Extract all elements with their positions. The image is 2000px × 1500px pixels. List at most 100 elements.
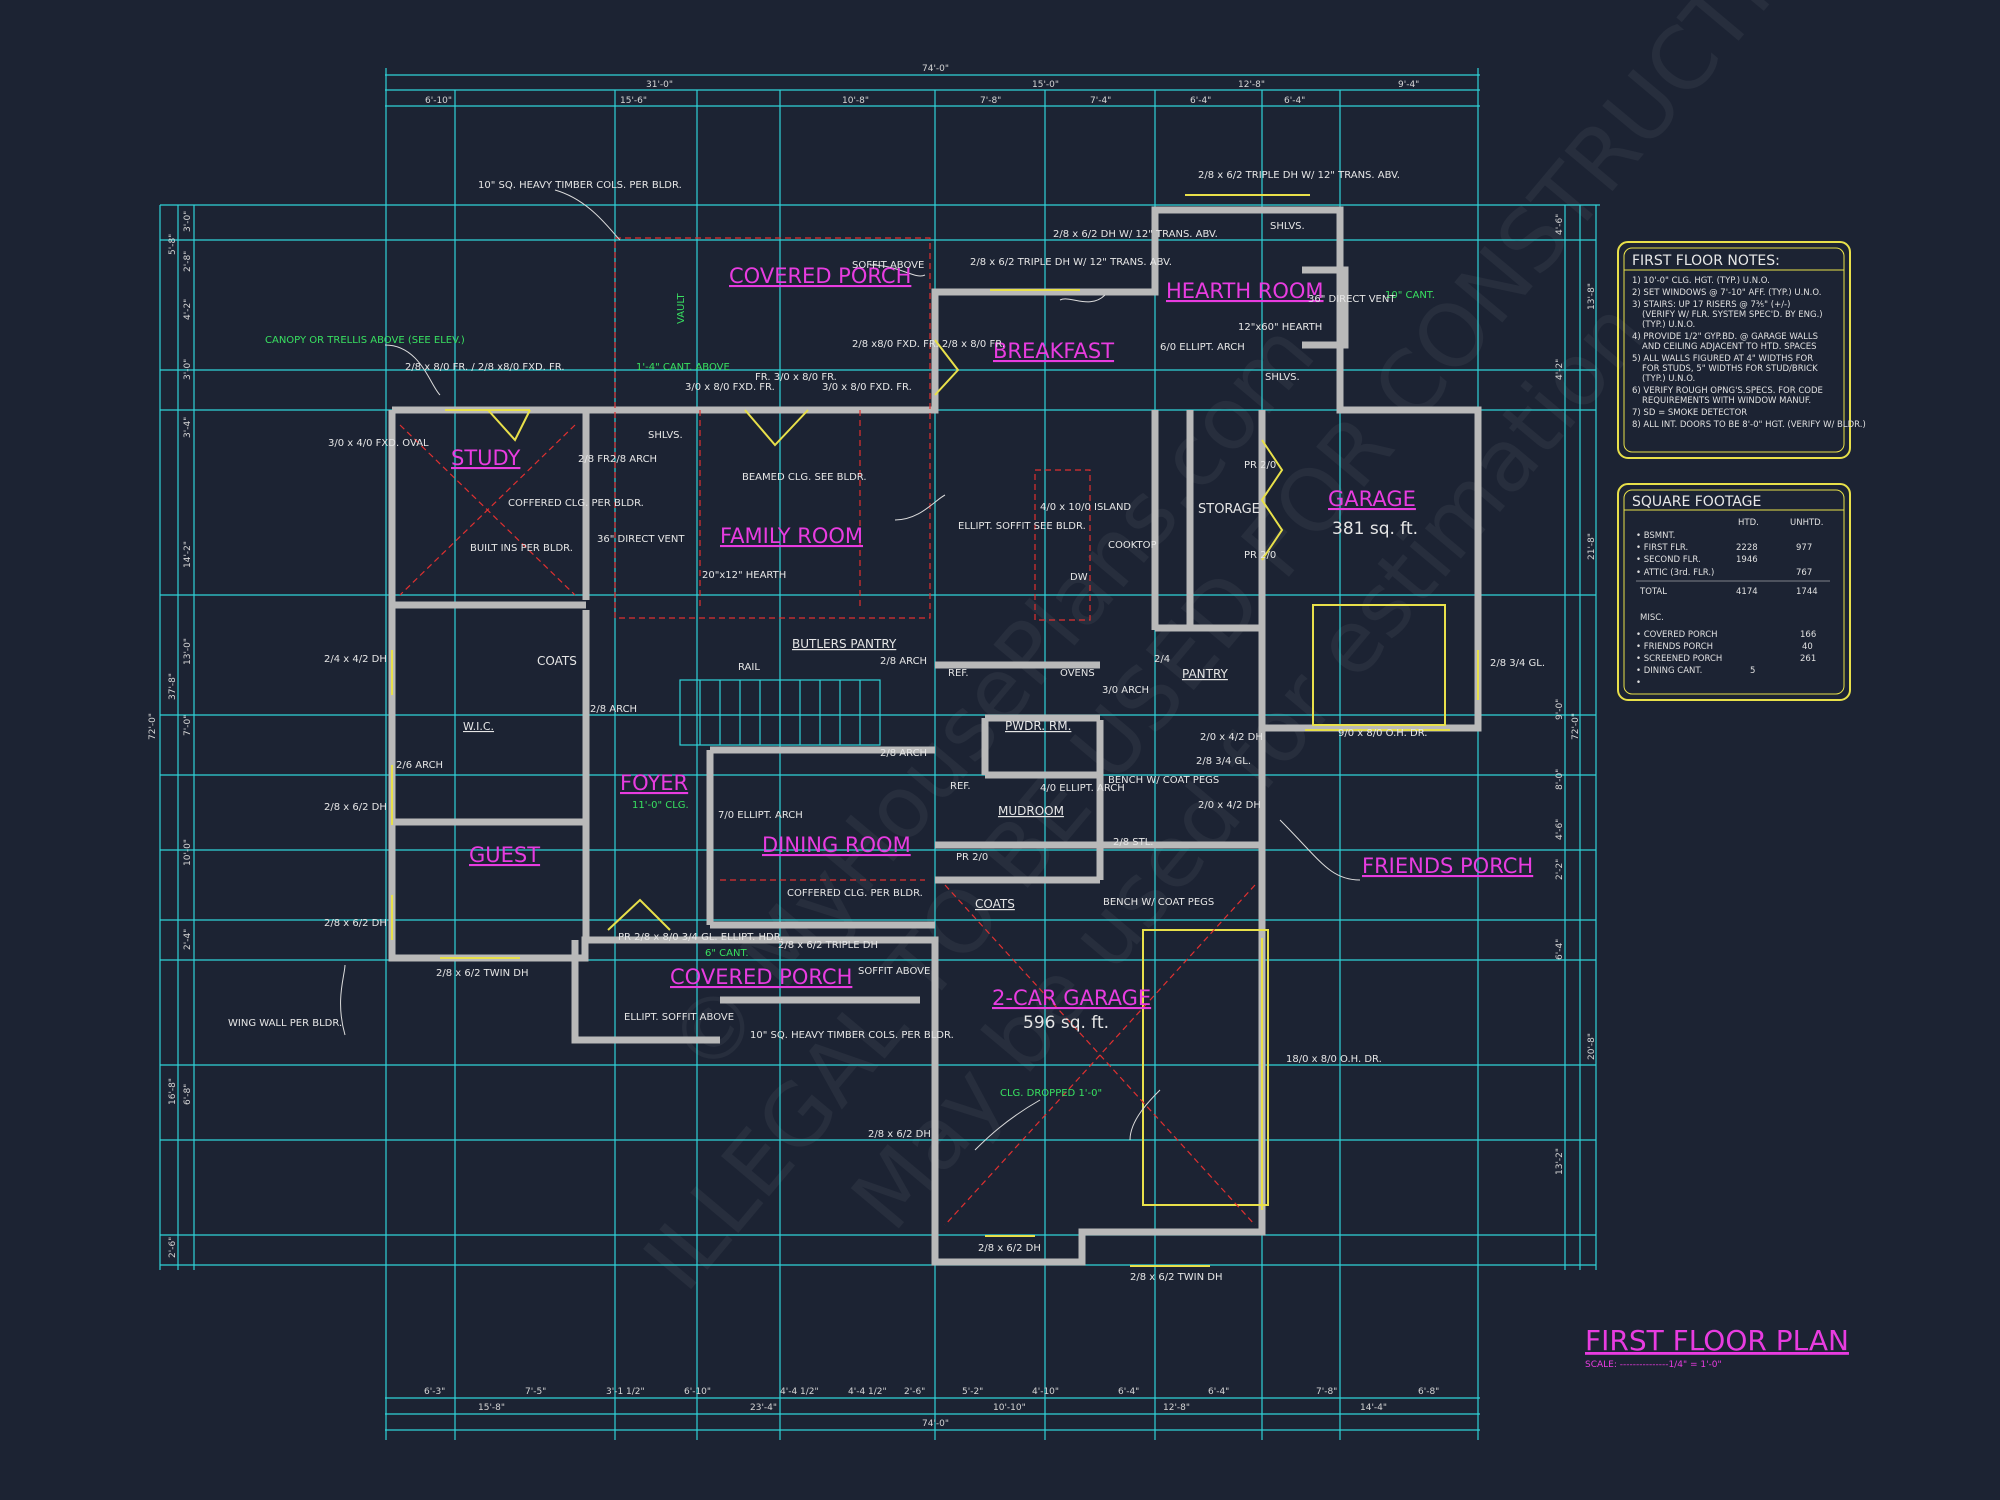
sqft-col-unhtd: UNHTD. (1790, 518, 1823, 528)
plan-title-block: FIRST FLOOR PLAN SCALE: ---------------1… (1585, 1324, 1849, 1370)
notes-panel: FIRST FLOOR NOTES: 1) 10'-0" CLG. HGT. (… (1617, 241, 1866, 459)
dimension-text-left: 5'-8" 3'-0" 2'-8" 4'-2" 3'-0" 3'-4" 14'-… (168, 211, 193, 1258)
label-ellipt-arch-6: 6/0 ELLIPT. ARCH (1160, 342, 1245, 353)
dim-top-row3-4: 7'-4" (1090, 96, 1111, 106)
label-twin-dh-bottom: 2/8 x 6/2 TWIN DH (1130, 1272, 1222, 1283)
dimension-text-right: 4'-6" 13'-8" 4'-2" 21'-8" 9'-0" 8'-0" 4'… (1555, 214, 1597, 1175)
dim-right-10: 13'-2" (1555, 1148, 1565, 1175)
label-fr-2-8-top: 2/8 x 8/0 FR. / 2/8 x8/0 FXD. FR. (405, 362, 565, 373)
sqft-misc-label: • SCREENED PORCH (1636, 654, 1722, 664)
label-dh-trans-breakfast: 2/8 x 6/2 DH W/ 12" TRANS. ABV. (1053, 229, 1218, 240)
label-dh-2-8-6-2-guest2: 2/8 x 6/2 DH (324, 918, 387, 929)
dim-right-5: 8'-0" (1555, 769, 1565, 790)
stairs (679, 679, 881, 746)
label-twin-dh-guest: 2/8 x 6/2 TWIN DH (436, 968, 528, 979)
dim-left-11: 2'-4" (183, 929, 193, 950)
label-coffered-dining: COFFERED CLG. PER BLDR. (787, 888, 923, 899)
sqft-misc-label: • COVERED PORCH (1636, 630, 1718, 640)
dim-right-1: 13'-8" (1587, 283, 1597, 310)
dim-right-2: 4'-2" (1555, 359, 1565, 380)
label-ref-a: REF. (948, 668, 969, 679)
dim-bottom-row1-8: 4'-10" (1032, 1387, 1059, 1397)
label-fr-3-0-b: 3/0 x 8/0 FXD. FR. (822, 382, 912, 393)
note-item: 2) SET WINDOWS @ 7'-10" AFF. (TYP.) U.N.… (1632, 288, 1821, 298)
dim-bottom-row2-3: 12'-8" (1163, 1403, 1190, 1413)
room-dining-room: DINING ROOM (762, 833, 911, 857)
label-fr-2-8-study: 2/8 FR. (578, 454, 613, 465)
dim-left-9: 7'-0" (183, 715, 193, 736)
label-dw: DW (1070, 572, 1088, 583)
label-built-ins: BUILT INS PER BLDR. (470, 543, 573, 554)
dim-left-3: 4'-2" (183, 299, 193, 320)
dim-right-4: 9'-0" (1555, 699, 1565, 720)
label-dh-2-4-4-2: 2/4 x 4/2 DH (324, 654, 387, 665)
dim-right-8: 6'-4" (1555, 939, 1565, 960)
label-pr-2-0-a: PR 2/0 (1244, 460, 1276, 471)
dim-right-9: 20'-8" (1587, 1033, 1597, 1060)
sqft-row-label: • SECOND FLR. (1636, 555, 1701, 565)
dim-left-0: 5'-8" (168, 234, 178, 255)
dim-left-overall: 72'-0" (148, 713, 158, 740)
dim-bottom-row2-0: 15'-8" (478, 1403, 505, 1413)
room-family-room: FAMILY ROOM (720, 524, 863, 548)
room-hearth-room: HEARTH ROOM (1166, 279, 1324, 303)
dim-bottom-row1-4: 4'-4 1/2" (780, 1387, 819, 1397)
label-clg-11: 11'-0" CLG. (632, 800, 689, 811)
sqft-misc-value: 166 (1800, 630, 1816, 640)
dim-bottom-row1-6: 2'-6" (904, 1387, 925, 1397)
ceiling-beams (399, 237, 1256, 1226)
label-gl-3-4-garage: 2/8 3/4 GL. (1490, 658, 1545, 669)
label-pantry-2-4: 2/4 (1154, 654, 1170, 665)
dim-left-13: 16'-8" (168, 1078, 178, 1105)
sqft-misc-value: 261 (1800, 654, 1816, 664)
notes-panel-title: FIRST FLOOR NOTES: (1632, 253, 1780, 269)
room-storage: STORAGE (1198, 502, 1260, 517)
sqft-row-unhtd: 977 (1796, 543, 1812, 553)
label-oh-door-9: 9/0 x 8/0 O.H. DR. (1338, 728, 1427, 739)
dim-left-14: 2'-6" (168, 1237, 178, 1258)
label-shlvs-hearth: SHLVS. (1270, 221, 1305, 232)
label-hearth-20x12: 20"x12" HEARTH (702, 570, 786, 581)
dim-top-row2-3: 9'-4" (1398, 80, 1419, 90)
room-foyer: FOYER (620, 771, 688, 795)
dim-left-10: 10'-0" (183, 839, 193, 866)
dim-top-row3-0: 6'-10" (425, 96, 452, 106)
room-covered-porch-top: COVERED PORCH (729, 264, 911, 288)
sqft-row-label: • BSMNT. (1636, 531, 1675, 541)
label-cooktop: COOKTOP (1108, 540, 1157, 551)
sqft-row-label: TOTAL (1639, 587, 1667, 597)
room-guest: GUEST (469, 843, 540, 867)
note-item: 6) VERIFY ROUGH OPNG'S.SPECS. FOR CODE (1632, 386, 1823, 396)
note-item: (VERIFY W/ FLR. SYSTEM SPEC'D. BY ENG.) (1642, 310, 1823, 320)
label-fr-3-0-center: FR. 3/0 x 8/0 FR. (755, 372, 837, 383)
label-ellipt-arch-7: 7/0 ELLIPT. ARCH (718, 810, 803, 821)
dim-bottom-row1-5: 4'-4 1/2" (848, 1387, 887, 1397)
label-clg-dropped: CLG. DROPPED 1'-0" (1000, 1088, 1102, 1099)
label-beamed-clg: BEAMED CLG. SEE BLDR. (742, 472, 867, 483)
room-breakfast: BREAKFAST (993, 339, 1114, 363)
label-dh-2-8-6-2-garage: 2/8 x 6/2 DH (868, 1129, 931, 1140)
room-friends-porch: FRIENDS PORCH (1362, 854, 1533, 878)
leader-lines (340, 189, 1361, 1151)
room-mudroom: MUDROOM (998, 804, 1064, 818)
label-timber-cols-front: 10" SQ. HEAVY TIMBER COLS. PER BLDR. (750, 1030, 954, 1041)
sqft-row-label: • ATTIC (3rd. FLR.) (1636, 568, 1714, 578)
sqft-misc-label: • DINING CANT. (1636, 666, 1702, 676)
label-pr-ellipt-hdr: PR 2/8 x 8/0 3/4 GL. ELLIPT. HDR. (618, 932, 783, 943)
sqft-row-unhtd: 1744 (1796, 587, 1818, 597)
dim-top-row3-5: 6'-4" (1190, 96, 1211, 106)
label-shlvs-hearth2: SHLVS. (1265, 372, 1300, 383)
label-pr-2-0-mud: PR 2/0 (956, 852, 988, 863)
sqft-panel-title: SQUARE FOOTAGE (1632, 494, 1761, 510)
dim-bottom-row2-4: 14'-4" (1360, 1403, 1387, 1413)
dim-bottom-row1-3: 6'-10" (684, 1387, 711, 1397)
note-item: REQUIREMENTS WITH WINDOW MANUF. (1642, 396, 1811, 406)
dim-right-0: 4'-6" (1555, 214, 1565, 235)
dim-bottom-row2-2: 10'-10" (993, 1403, 1026, 1413)
note-item: 4) PROVIDE 1/2" GYP.BD. @ GARAGE WALLS (1632, 332, 1818, 342)
label-hearth-12x60: 12"x60" HEARTH (1238, 322, 1322, 333)
label-direct-vent-hearth: 36" DIRECT VENT (1308, 294, 1396, 305)
room-butlers-pantry: BUTLERS PANTRY (792, 637, 897, 651)
dim-right-6: 4'-6" (1555, 819, 1565, 840)
dim-bottom-row1-2: 3'-1 1/2" (606, 1387, 645, 1397)
